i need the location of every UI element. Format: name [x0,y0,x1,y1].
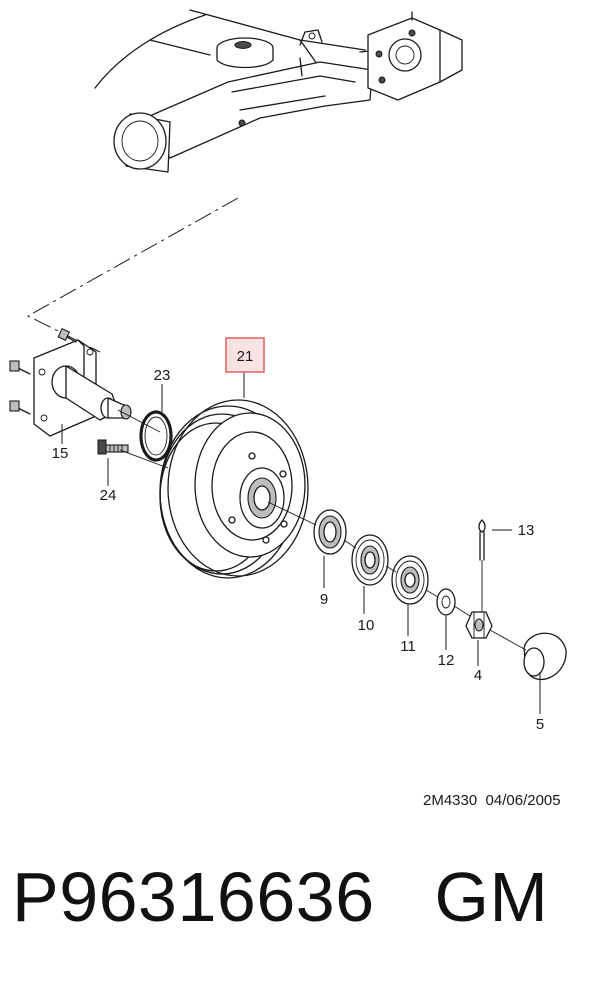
rear-axle-beam [94,9,463,173]
drawing-code: 2M4330 04/06/2005 [423,792,561,809]
inner-bearing [351,534,389,586]
callout-11[interactable]: 11 [400,638,416,655]
callout-15[interactable]: 15 [52,445,69,462]
callout-12[interactable]: 12 [438,652,455,669]
callout-10[interactable]: 10 [358,617,375,634]
relation-line [26,197,239,353]
callout-4[interactable]: 4 [474,667,482,684]
callout-21-highlight [225,337,265,373]
callout-21[interactable]: 21 [237,348,254,365]
tone-ring [139,410,173,462]
grease-cap [523,632,567,681]
callout-9[interactable]: 9 [320,591,328,608]
cotter-pin [478,519,486,561]
spindle-assembly [9,327,132,437]
leader-lines [61,372,541,714]
wheel-stud [97,439,129,455]
brake-drum [159,399,309,579]
callout-5[interactable]: 5 [536,716,544,733]
brand-name: GM [434,858,549,936]
part-title: P96316636 GM [12,862,548,932]
castle-nut [465,611,493,639]
exploded-parts-diagram: 21 23 15 24 13 9 10 11 12 4 5 [9,9,567,733]
callout-23[interactable]: 23 [154,367,171,384]
assembly-axis [117,409,527,651]
callout-13[interactable]: 13 [518,522,535,539]
callout-24[interactable]: 24 [100,487,117,504]
washer [436,588,456,616]
oil-seal [313,509,347,555]
outer-bearing [391,555,429,605]
part-number: P96316636 [12,858,375,936]
